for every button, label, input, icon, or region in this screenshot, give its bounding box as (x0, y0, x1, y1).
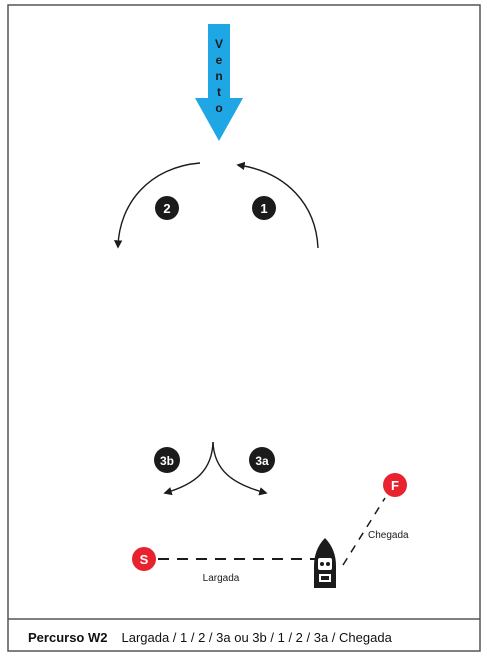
mark-2-label: 2 (163, 201, 170, 216)
finish-line-label: Chegada (368, 530, 409, 541)
rounding-arrow-mark-1 (236, 161, 319, 249)
wind-letter: n (215, 69, 222, 83)
rounding-arrow-mark-2 (113, 162, 201, 249)
mark-1-label: 1 (260, 201, 267, 216)
wind-letter: t (217, 85, 221, 99)
finish-mark-label: F (391, 478, 399, 493)
wind-label: V e n t o (215, 37, 223, 115)
course-title: Percurso W2 (28, 629, 108, 645)
mark-3a-label: 3a (255, 454, 269, 468)
mark-1: 1 (252, 196, 276, 220)
mark-2: 2 (155, 196, 179, 220)
rounding-arrow-mark-3a (212, 441, 268, 496)
mark-3a: 3a (249, 447, 275, 473)
mark-3b: 3b (154, 447, 180, 473)
start-mark-label: S (140, 552, 149, 567)
course-sequence: Largada / 1 / 2 / 3a ou 3b / 1 / 2 / 3a … (121, 629, 392, 645)
mark-3b-label: 3b (160, 454, 174, 468)
course-caption: Percurso W2 Largada / 1 / 2 / 3a ou 3b /… (8, 623, 480, 651)
start-mark: S (132, 547, 156, 571)
diagram-frame (7, 4, 481, 652)
committee-boat-icon (314, 538, 336, 588)
start-line-label: Largada (203, 573, 240, 584)
wind-letter: o (215, 101, 222, 115)
wind-letter: V (215, 37, 223, 51)
rounding-arrow-mark-3b (163, 441, 214, 496)
wind-letter: e (216, 53, 223, 67)
wind-arrow-icon: V e n t o (195, 24, 243, 141)
finish-line (342, 497, 386, 566)
finish-mark: F (383, 473, 407, 497)
